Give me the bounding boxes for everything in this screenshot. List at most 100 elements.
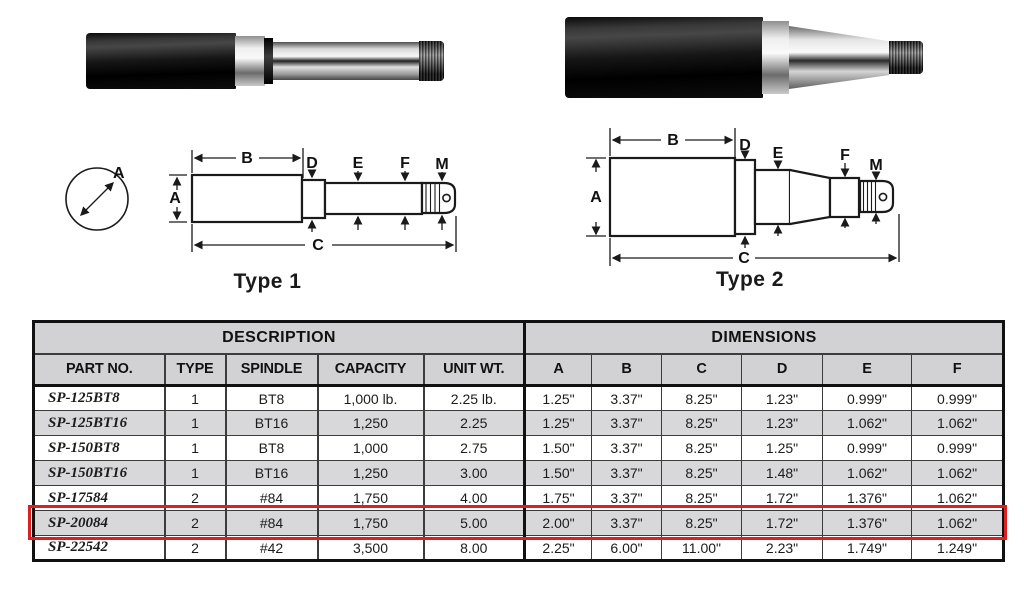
dim-label-e: E: [353, 155, 364, 172]
barrel-outline: [608, 156, 737, 238]
photo-threaded-tip: [889, 41, 923, 74]
table-cell: 1.249": [911, 535, 1005, 561]
table-cell: 2: [164, 510, 227, 536]
shaft-outline: [323, 181, 424, 216]
dim-label-a: A: [590, 189, 602, 206]
table-cell: 1,000 lb.: [317, 385, 425, 411]
table-cell: #42: [225, 535, 319, 561]
shoulder-outline: [753, 168, 792, 226]
table-cell: 8.25": [661, 410, 743, 436]
table-cell: 1.48": [741, 460, 824, 486]
table-cell: BT8: [225, 385, 319, 411]
type1-caption: Type 1: [233, 270, 302, 293]
group-header: DESCRIPTION: [32, 321, 527, 355]
table-cell: 1.062": [822, 460, 913, 486]
dim-label-b: B: [241, 150, 253, 167]
table-cell: 11.00": [661, 535, 743, 561]
table-cell: #84: [225, 510, 319, 536]
table-cell: 1,250: [317, 410, 425, 436]
dim-label-m: M: [869, 157, 882, 174]
dim-label-f: F: [840, 147, 850, 164]
part-no-cell: SP-150BT16: [33, 460, 166, 486]
column-header: D: [741, 353, 824, 387]
table-cell: 1.50": [524, 435, 593, 461]
table-cell: 0.999": [911, 385, 1005, 411]
step-outline: [733, 158, 757, 236]
table-cell: 3.37": [591, 435, 663, 461]
table-cell: 3.37": [591, 510, 663, 536]
part-no-cell: SP-20084: [33, 510, 166, 536]
dim-label-d: D: [739, 137, 751, 154]
table-cell: 3.37": [591, 485, 663, 511]
table-cell: 1.72": [741, 510, 824, 536]
table-cell: 3.37": [591, 385, 663, 411]
photo-threaded-tip: [419, 41, 444, 81]
photo-barrel: [565, 17, 763, 98]
table-cell: 6.00": [591, 535, 663, 561]
table-cell: 1,000: [317, 435, 425, 461]
barrel-outline: [190, 173, 304, 224]
table-cell: 0.999": [911, 435, 1005, 461]
part-no-cell: SP-125BT16: [33, 410, 166, 436]
table-cell: 1.062": [911, 485, 1005, 511]
column-header: B: [591, 353, 663, 387]
table-cell: 3.37": [591, 460, 663, 486]
column-header: PART NO.: [33, 353, 166, 387]
table-cell: 0.999": [822, 435, 913, 461]
dim-label-a: A: [169, 190, 181, 207]
dim-label-c: C: [738, 250, 750, 267]
table-cell: BT16: [225, 410, 319, 436]
part-no-cell: SP-22542: [33, 535, 166, 561]
table-cell: 1.062": [911, 460, 1005, 486]
cotter-pin-hole: [442, 193, 451, 203]
table-cell: 8.25": [661, 435, 743, 461]
table-cell: 2: [164, 485, 227, 511]
table-cell: 8.25": [661, 460, 743, 486]
table-cell: 1: [164, 435, 227, 461]
end-view-circle: [65, 167, 129, 231]
dim-label-m: M: [435, 156, 448, 173]
type2-spindle-photo: [565, 17, 925, 98]
column-header: C: [661, 353, 743, 387]
table-cell: 1.376": [822, 485, 913, 511]
part-no-cell: SP-150BT8: [33, 435, 166, 461]
type1-spindle-photo: [86, 33, 444, 89]
photo-shaft: [273, 42, 419, 80]
table-cell: 8.00: [422, 535, 527, 561]
type2-diagram: B A D E F M C: [586, 128, 900, 267]
table-cell: 8.25": [661, 485, 743, 511]
step-outline: [300, 178, 327, 220]
type1-diagram: A B A D E F M C: [65, 148, 457, 254]
table-cell: 1.25": [524, 410, 593, 436]
photo-ring: [264, 38, 273, 84]
table-cell: 1,750: [317, 510, 425, 536]
table-cell: BT16: [225, 460, 319, 486]
column-header: UNIT WT.: [422, 353, 527, 387]
table-cell: 2.23": [741, 535, 824, 561]
spindle-end-outline: [828, 176, 861, 219]
table-cell: 2.25: [422, 410, 527, 436]
table-cell: 1.749": [822, 535, 913, 561]
table-cell: 1.062": [822, 410, 913, 436]
table-cell: 2.25 lb.: [422, 385, 527, 411]
part-no-cell: SP-17584: [33, 485, 166, 511]
threaded-tip-outline: [858, 179, 895, 214]
photo-tapered-shaft: [789, 26, 889, 89]
column-header: SPINDLE: [225, 353, 319, 387]
table-cell: 2.25": [524, 535, 593, 561]
column-header: TYPE: [164, 353, 227, 387]
table-cell: 1.23": [741, 410, 824, 436]
photo-collar: [762, 21, 789, 94]
table-cell: 2: [164, 535, 227, 561]
table-cell: 1.25": [741, 435, 824, 461]
column-header: F: [911, 353, 1005, 387]
cotter-pin-hole: [878, 192, 888, 202]
dim-label-d: D: [306, 155, 318, 172]
